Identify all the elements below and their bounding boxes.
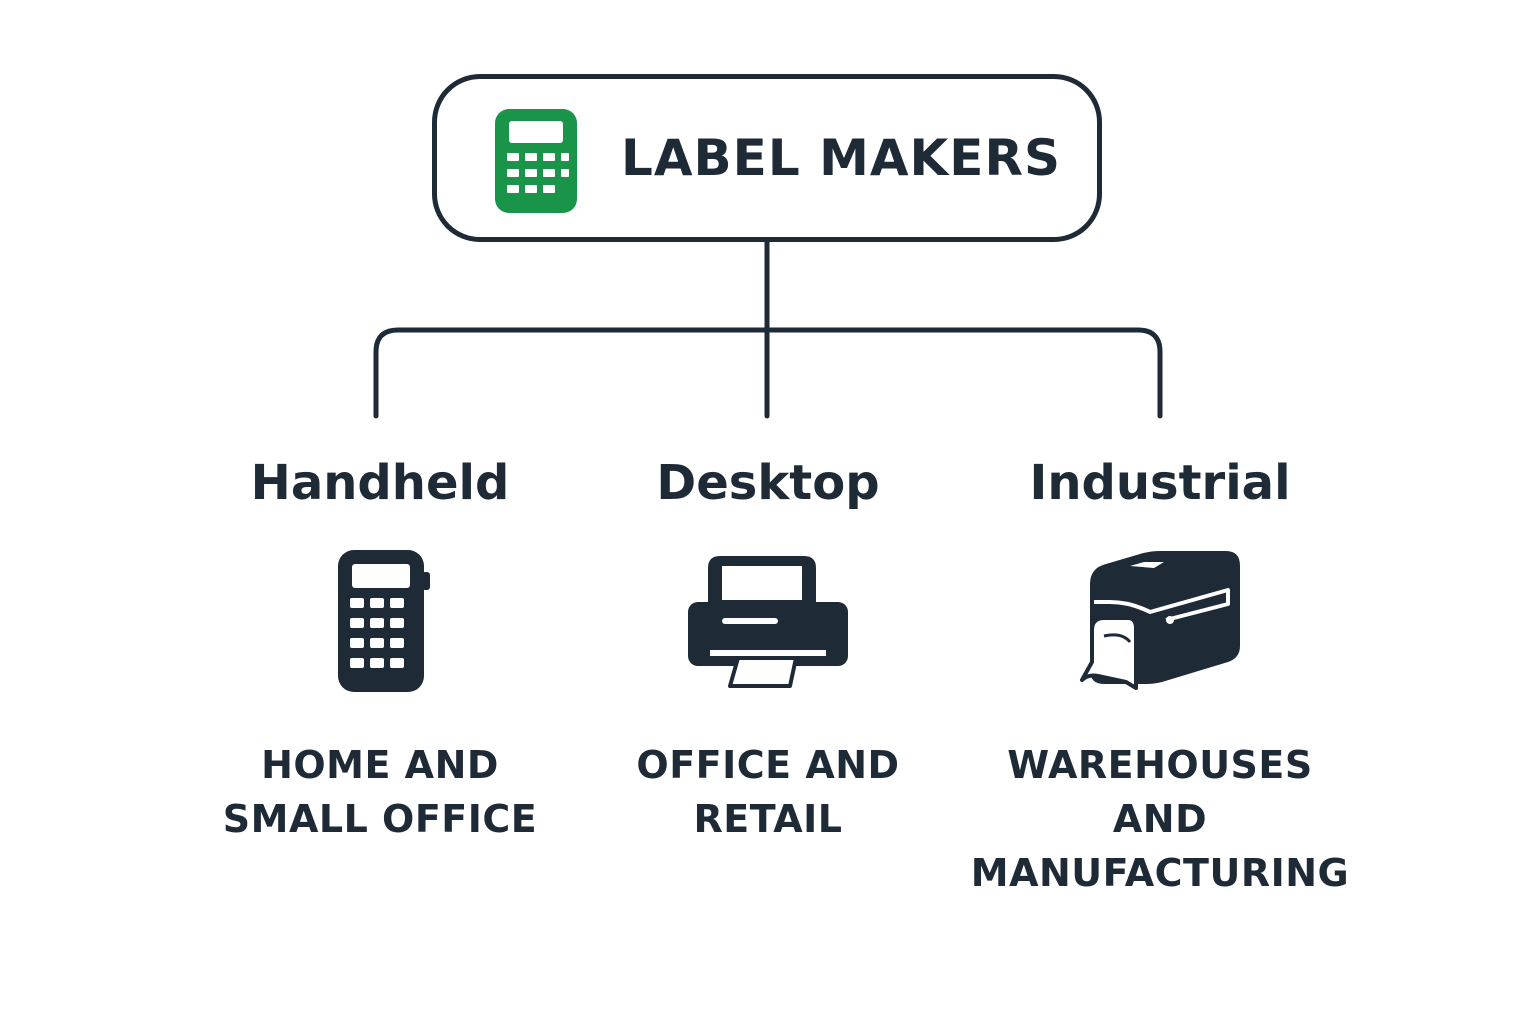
root-node: LABEL MAKERS [432,74,1102,242]
handheld-label-maker-icon [338,550,430,692]
connector-branch-right [764,327,1163,419]
category-name: Desktop [656,455,880,511]
category-use: OFFICE AND RETAIL [636,743,900,841]
category-use: WAREHOUSES AND MANUFACTURING [970,743,1350,895]
category-desktop: Desktop OFFICE AND RETAIL [568,448,968,928]
root-title: LABEL MAKERS [621,129,1061,187]
industrial-label-printer-icon [1080,551,1240,690]
connector-branch-left [373,327,770,419]
handheld-label-maker-icon [495,109,577,213]
category-name: Handheld [250,455,510,511]
category-industrial: Industrial WAREHOUSES AND MANUFACTURING [960,448,1360,928]
category-name: Industrial [1029,455,1291,511]
category-handheld: Handheld HOME AND SMALL OFFICE [180,448,580,928]
desktop-printer-icon [688,556,848,688]
category-use: HOME AND SMALL OFFICE [222,743,538,841]
